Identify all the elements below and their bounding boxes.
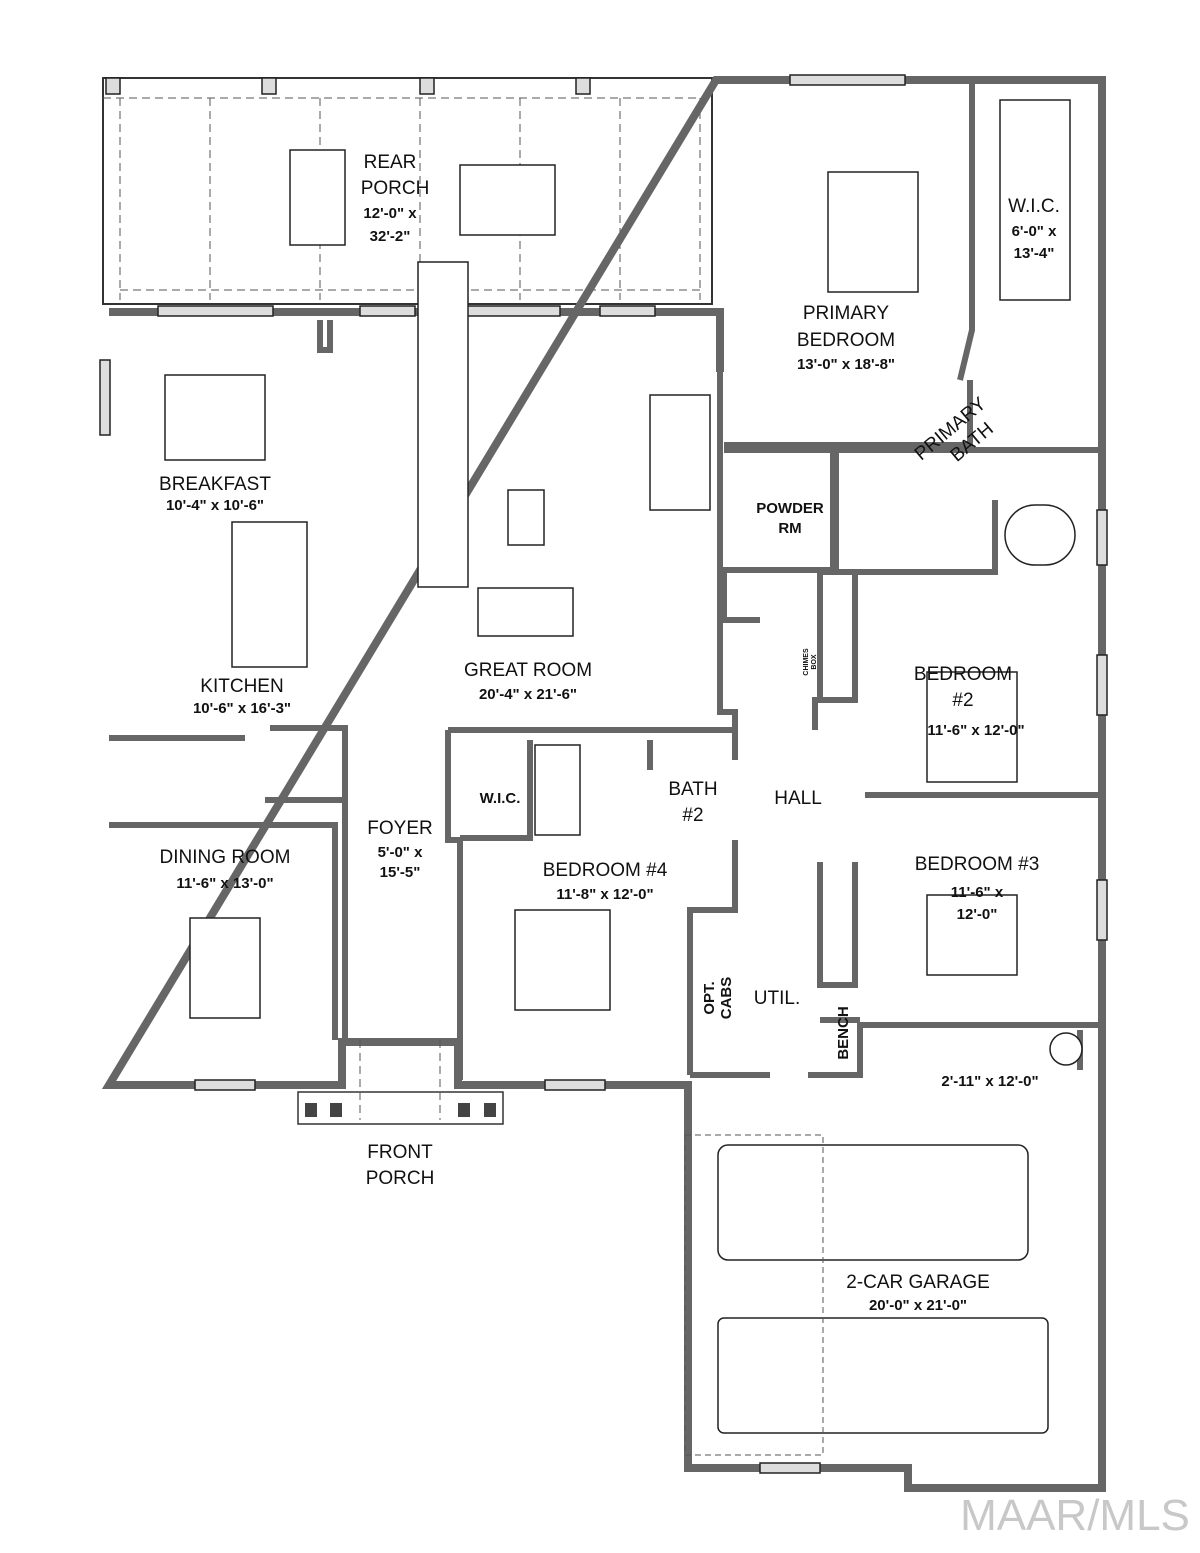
room-dimensions: 12'-0" bbox=[957, 906, 998, 923]
room-great-room: GREAT ROOM 20'-4" x 21'-6" bbox=[464, 660, 592, 703]
room-name: BREAKFAST bbox=[159, 474, 271, 495]
room-dimensions: 10'-4" x 10'-6" bbox=[166, 497, 264, 514]
room-dimensions: 13'-4" bbox=[1014, 245, 1055, 262]
room-name: RM bbox=[778, 520, 801, 537]
room-name: PORCH bbox=[366, 1168, 435, 1189]
room-rear-porch: REAR PORCH 12'-0" x 32'-2" bbox=[361, 152, 430, 245]
room-bedroom-2: BEDROOM #2 11'-6" x 12'-0" bbox=[914, 664, 1025, 739]
room-dimensions: 5'-0" x bbox=[378, 844, 424, 861]
room-bedroom-4: BEDROOM #4 11'-8" x 12'-0" bbox=[543, 860, 668, 903]
room-dimensions: 11'-8" x 12'-0" bbox=[556, 886, 653, 903]
room-name: CABS bbox=[718, 977, 735, 1020]
chimes-label: CHIMES BOX bbox=[803, 648, 818, 676]
storage-dimensions: 2'-11" x 12'-0" bbox=[941, 1073, 1038, 1090]
room-bath-2: BATH #2 bbox=[668, 779, 717, 826]
room-dimensions: 10'-6" x 16'-3" bbox=[193, 700, 291, 717]
room-dining: DINING ROOM 11'-6" x 13'-0" bbox=[160, 847, 291, 892]
windows bbox=[99, 74, 1108, 1474]
room-name: BEDROOM #4 bbox=[543, 860, 668, 881]
chimes-subtext: BOX bbox=[811, 654, 818, 670]
room-name: KITCHEN bbox=[200, 676, 283, 697]
room-kitchen: KITCHEN 10'-6" x 16'-3" bbox=[193, 676, 291, 717]
front-porch-area bbox=[297, 1040, 504, 1125]
room-dimensions: 12'-0" x bbox=[363, 205, 417, 222]
room-foyer: FOYER 5'-0" x 15'-5" bbox=[367, 818, 432, 881]
room-front-porch: FRONT PORCH bbox=[366, 1142, 435, 1189]
exterior-wall bbox=[101, 76, 1106, 1492]
room-dimensions: 11'-6" x 13'-0" bbox=[176, 875, 273, 892]
room-name: BEDROOM bbox=[797, 330, 895, 351]
rear-porch-area bbox=[102, 77, 713, 305]
room-dimensions: 6'-0" x bbox=[1012, 223, 1058, 240]
room-breakfast: BREAKFAST 10'-4" x 10'-6" bbox=[159, 474, 271, 514]
room-name: FOYER bbox=[367, 818, 432, 839]
room-primary-wic: W.I.C. 6'-0" x 13'-4" bbox=[1008, 196, 1060, 262]
room-garage: 2-CAR GARAGE 20'-0" x 21'-0" bbox=[846, 1272, 990, 1314]
room-dimensions: 20'-4" x 21'-6" bbox=[479, 686, 577, 703]
room-hall: HALL bbox=[774, 788, 822, 809]
room-name: PRIMARY bbox=[803, 303, 890, 324]
room-name: PORCH bbox=[361, 178, 430, 199]
room-util: UTIL. bbox=[754, 988, 800, 1009]
room-bedroom-3: BEDROOM #3 11'-6" x 12'-0" bbox=[915, 854, 1040, 923]
room-dimensions: 32'-2" bbox=[370, 228, 411, 245]
watermark: MAAR/MLS bbox=[960, 1491, 1190, 1540]
room-primary-bath: PRIMARY BATH bbox=[911, 393, 998, 466]
room-name: POWDER bbox=[756, 500, 824, 517]
room-name: BEDROOM #3 bbox=[915, 854, 1040, 875]
room-name: BEDROOM bbox=[914, 664, 1012, 685]
room-name: OPT. bbox=[701, 981, 718, 1014]
room-dimensions: 15'-5" bbox=[380, 864, 421, 881]
room-name: #2 bbox=[682, 805, 703, 826]
room-powder: POWDER RM bbox=[756, 500, 824, 537]
room-dimensions: 11'-6" x 12'-0" bbox=[927, 722, 1024, 739]
room-dimensions: 11'-6" x bbox=[951, 884, 1004, 901]
room-name: BENCH bbox=[835, 1006, 852, 1059]
furniture bbox=[164, 99, 1083, 1456]
interior-walls bbox=[109, 84, 1098, 1080]
opt-cabs-label: OPT. CABS bbox=[701, 977, 735, 1020]
room-name: #2 bbox=[952, 690, 973, 711]
room-name: GREAT ROOM bbox=[464, 660, 592, 681]
room-dimensions: 20'-0" x 21'-0" bbox=[869, 1297, 967, 1314]
room-name: DINING ROOM bbox=[160, 847, 291, 868]
room-name: BATH bbox=[668, 779, 717, 800]
room-dimensions: 13'-0" x 18'-8" bbox=[797, 356, 895, 373]
room-wic: W.I.C. bbox=[480, 790, 521, 807]
room-name: FRONT bbox=[367, 1142, 433, 1163]
chimes-text: CHIMES bbox=[803, 648, 810, 676]
room-name: W.I.C. bbox=[1008, 196, 1060, 217]
room-name: REAR bbox=[364, 152, 417, 173]
room-name: 2-CAR GARAGE bbox=[846, 1272, 990, 1293]
room-primary-bedroom: PRIMARY BEDROOM 13'-0" x 18'-8" bbox=[797, 303, 895, 373]
bench-label: BENCH bbox=[835, 1006, 852, 1059]
